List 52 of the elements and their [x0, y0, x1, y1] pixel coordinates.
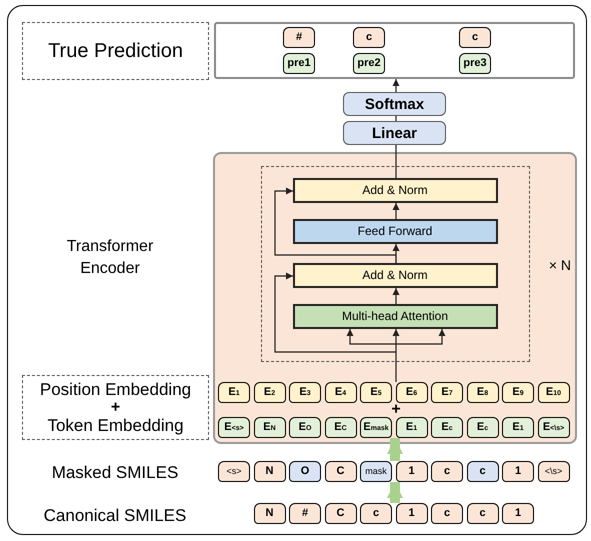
layer-box: Feed Forward — [292, 218, 498, 244]
token-box: <s> — [218, 461, 250, 482]
arrow — [274, 188, 397, 263]
dashed-label-box — [22, 375, 209, 440]
plus-sign: + — [390, 402, 402, 418]
arrow — [392, 288, 400, 304]
token-box: <\s> — [538, 461, 570, 482]
dashed-label-box — [22, 22, 209, 80]
token-box: c — [459, 27, 491, 48]
token-box: c — [431, 503, 463, 524]
token-box: C — [324, 461, 356, 482]
token-box: C — [324, 503, 356, 524]
block-arrow — [387, 438, 403, 461]
plus-sign: + — [110, 400, 120, 414]
arrow — [392, 329, 400, 382]
token-box: c — [360, 503, 392, 524]
box-label: Position Embedding — [40, 378, 192, 400]
layer-box: Add & Norm — [292, 178, 498, 202]
layer-box: Linear — [343, 121, 446, 145]
token-box: pre1 — [283, 53, 315, 74]
arrow — [396, 329, 446, 345]
panel-heading: Transformer Encoder — [66, 237, 154, 279]
token-box: mask — [360, 461, 392, 482]
token-box: # — [289, 503, 321, 524]
token-box: pre2 — [353, 53, 385, 74]
arrow — [392, 203, 400, 219]
token-box: O — [289, 461, 321, 482]
box-label: Token Embedding — [47, 414, 184, 436]
layer-box: Multi-head Attention — [292, 304, 498, 328]
token-box: 1 — [396, 503, 428, 524]
token-box: N — [254, 461, 286, 482]
token-box: N — [254, 503, 286, 524]
block-arrow — [387, 482, 403, 503]
token-box: # — [283, 27, 315, 48]
prediction-panel — [214, 22, 575, 79]
token-box: c — [353, 27, 385, 48]
token-box: c — [431, 461, 463, 482]
arrow — [346, 329, 396, 345]
layer-box: Softmax — [343, 92, 446, 116]
token-box: 1 — [502, 503, 534, 524]
token-box: c — [466, 461, 498, 482]
arrow — [392, 79, 400, 92]
row-label: Canonical SMILES — [42, 505, 188, 527]
repeat-count: × N — [548, 256, 571, 275]
row-label: Masked SMILES — [50, 462, 180, 484]
layer-box: Add & Norm — [292, 262, 498, 288]
token-box: pre3 — [459, 53, 491, 74]
box-label: True Prediction — [48, 39, 183, 64]
token-box: c — [466, 503, 498, 524]
token-box: 1 — [502, 461, 534, 482]
token-box: 1 — [396, 461, 428, 482]
arrow — [274, 272, 396, 353]
